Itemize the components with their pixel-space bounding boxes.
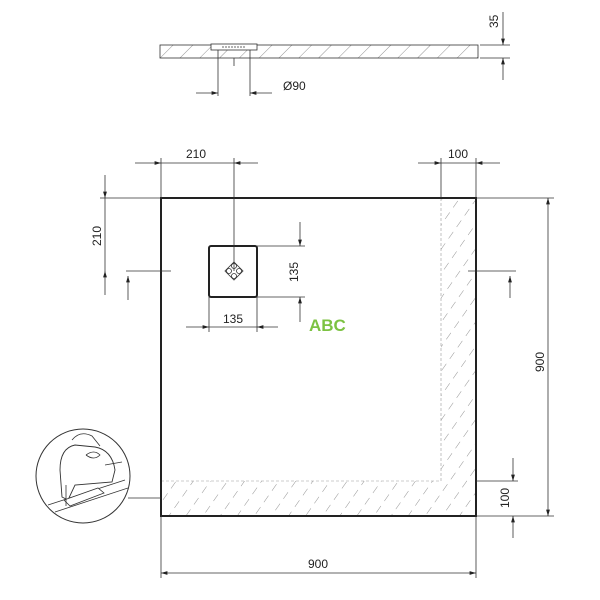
dim-height: 900 xyxy=(476,197,554,517)
watermark: ABC xyxy=(309,316,346,335)
side-profile: Ø90 35 xyxy=(159,12,510,96)
dim-offset-x: 210 xyxy=(135,147,258,198)
cut-zone-right xyxy=(441,198,476,481)
cut-marker-right xyxy=(468,270,516,298)
dim-strip-right: 100 xyxy=(418,147,500,198)
svg-text:900: 900 xyxy=(308,557,328,571)
cut-zone-bottom xyxy=(161,481,476,516)
plan-view xyxy=(160,158,477,517)
svg-text:135: 135 xyxy=(223,312,243,326)
dim-offset-y: 210 xyxy=(90,175,171,300)
dim-thickness: 35 xyxy=(487,14,501,28)
svg-text:210: 210 xyxy=(186,147,206,161)
dim-drain-diameter: Ø90 xyxy=(283,79,306,93)
dim-strip-bottom: 100 xyxy=(476,458,518,538)
drain-square xyxy=(208,245,258,298)
svg-text:135: 135 xyxy=(287,262,301,282)
svg-text:100: 100 xyxy=(498,488,512,508)
dim-drain-height: 135 xyxy=(257,222,305,322)
dim-width: 900 xyxy=(160,516,477,578)
svg-text:900: 900 xyxy=(533,352,547,372)
jigsaw-cutting-illustration xyxy=(35,428,161,524)
dim-drain-width: 135 xyxy=(186,297,278,332)
shower-tray-outline xyxy=(160,197,477,517)
svg-text:100: 100 xyxy=(448,147,468,161)
svg-text:210: 210 xyxy=(90,226,104,246)
